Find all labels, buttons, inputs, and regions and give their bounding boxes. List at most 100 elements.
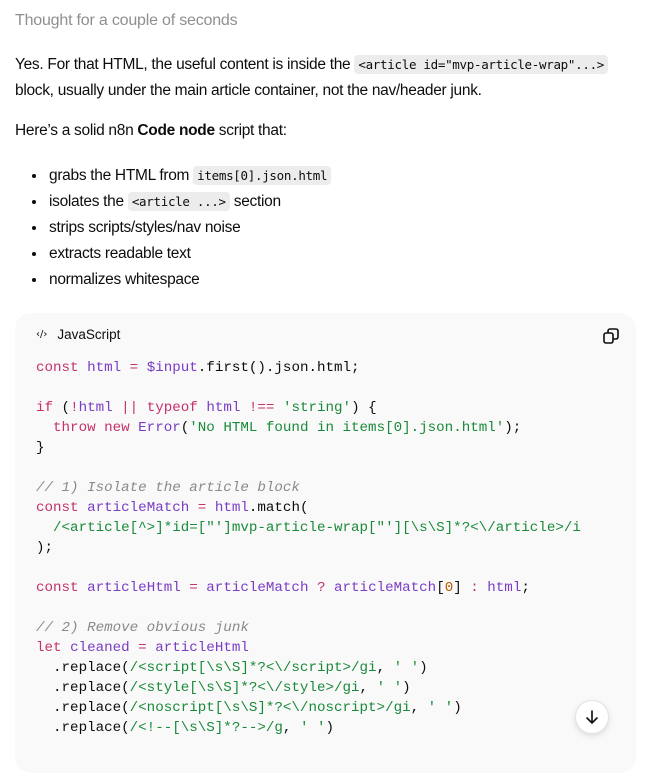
code-line: const articleMatch = html.match( xyxy=(36,498,581,518)
code-token: articleHtml xyxy=(87,580,181,596)
code-token: html xyxy=(87,360,122,376)
list-item: isolates the <article ...> section xyxy=(47,189,331,215)
code-token: ] xyxy=(453,580,462,596)
code-token: html xyxy=(206,400,241,416)
code-token: 0 xyxy=(444,580,454,596)
code-line: const html = $input.first().json.html; xyxy=(36,358,581,378)
code-line: const articleHtml = articleMatch ? artic… xyxy=(36,578,581,598)
code-token: , xyxy=(410,700,428,716)
code-line: .replace(/<style[\s\S]*?<\/style>/gi, ' … xyxy=(36,678,581,698)
code-token: || xyxy=(112,400,147,416)
code-token: /<noscript[\s\S]*?<\/noscript>/gi xyxy=(129,700,411,716)
scroll-to-bottom-button[interactable] xyxy=(575,700,609,734)
intro-text: block, usually under the main article co… xyxy=(15,82,482,99)
code-token: .replace( xyxy=(36,660,130,676)
code-line: // 2) Remove obvious junk xyxy=(36,618,581,638)
code-token: articleMatch xyxy=(87,500,190,516)
code-line xyxy=(36,378,581,398)
list-item: extracts readable text xyxy=(47,241,331,267)
code-token: articleMatch xyxy=(206,580,309,596)
code-token: let xyxy=(36,640,71,656)
code-token: /<style[\s\S]*?<\/style>/gi xyxy=(129,680,360,696)
code-token: /<script[\s\S]*?<\/script>/gi xyxy=(129,660,377,676)
code-token: ' ' xyxy=(376,680,403,696)
code-token: ' ' xyxy=(393,660,420,676)
code-token: , xyxy=(359,680,377,696)
code-token xyxy=(36,520,53,536)
code-line: let cleaned = articleHtml xyxy=(36,638,581,658)
code-token: 'No HTML found in items[0].json.html' xyxy=(189,420,505,436)
code-line xyxy=(36,598,581,618)
list-item: normalizes whitespace xyxy=(47,267,331,293)
code-token: html xyxy=(78,400,113,416)
thought-duration[interactable]: Thought for a couple of seconds xyxy=(15,12,238,29)
item-text: section xyxy=(229,193,281,210)
lead-text: script that: xyxy=(214,122,287,139)
code-token: ); xyxy=(36,540,54,556)
code-token: ) xyxy=(402,680,411,696)
code-token: throw new xyxy=(53,420,139,436)
code-token: ) xyxy=(453,700,462,716)
code-token: , xyxy=(376,660,394,676)
code-token: = xyxy=(189,500,215,516)
code-token: ; xyxy=(521,580,530,596)
code-token: .replace( xyxy=(36,700,130,716)
lead-bold: Code node xyxy=(137,122,215,139)
code-token: ? xyxy=(308,580,335,596)
code-token: ! xyxy=(70,400,79,416)
item-text: normalizes whitespace xyxy=(49,271,200,288)
code-line: // 1) Isolate the article block xyxy=(36,478,581,498)
code-token: , xyxy=(282,720,300,736)
intro-text: Yes. For that HTML, the useful content i… xyxy=(15,56,355,73)
list-item: strips scripts/styles/nav noise xyxy=(47,215,331,241)
code-token: ' ' xyxy=(299,720,326,736)
arrow-down-icon xyxy=(586,710,598,725)
code-line: if (!html || typeof html !== 'string') { xyxy=(36,398,581,418)
code-token: cleaned xyxy=(70,640,130,656)
code-line: } xyxy=(36,438,581,458)
code-token: // 1) Isolate the article block xyxy=(36,480,300,496)
code-block-header: ‹/› JavaScript xyxy=(36,327,120,342)
code-token: const xyxy=(36,500,88,516)
code-token: // 2) Remove obvious junk xyxy=(36,620,249,636)
code-token: if xyxy=(36,400,62,416)
inline-code: items[0].json.html xyxy=(193,166,332,185)
code-token: /<article[^>]*id=["']mvp-article-wrap["'… xyxy=(53,520,581,536)
code-token: html xyxy=(487,580,522,596)
code-token: .replace( xyxy=(36,720,130,736)
code-content: const html = $input.first().json.html; if… xyxy=(36,358,581,738)
code-token: [ xyxy=(436,580,445,596)
lead-paragraph: Here’s a solid n8n Code node script that… xyxy=(15,118,635,144)
code-line: ); xyxy=(36,538,581,558)
inline-code: <article ...> xyxy=(127,192,230,211)
code-token: Error xyxy=(138,420,181,436)
code-token: = xyxy=(129,640,156,656)
code-token: = xyxy=(180,580,207,596)
code-token: ( xyxy=(180,420,190,436)
code-token: /<!--[\s\S]*?-->/g xyxy=(129,720,283,736)
inline-code: <article id="mvp-article-wrap"...> xyxy=(354,55,609,74)
code-line xyxy=(36,458,581,478)
code-line: /<article[^>]*id=["']mvp-article-wrap["'… xyxy=(36,518,581,538)
code-token: .first().json.html; xyxy=(197,360,360,376)
copy-button[interactable] xyxy=(602,327,620,345)
item-text: grabs the HTML from xyxy=(49,167,194,184)
code-line xyxy=(36,558,581,578)
code-token: 'string' xyxy=(282,400,352,416)
code-token: ( xyxy=(61,400,71,416)
list-item: grabs the HTML from items[0].json.html xyxy=(47,163,332,189)
copy-icon xyxy=(603,328,619,344)
code-token: ) { xyxy=(351,400,377,416)
code-line: throw new Error('No HTML found in items[… xyxy=(36,418,581,438)
code-token: ) xyxy=(419,660,428,676)
code-token: .replace( xyxy=(36,680,130,696)
code-token: !== xyxy=(240,400,283,416)
code-token: const xyxy=(36,360,88,376)
code-line: .replace(/<script[\s\S]*?<\/script>/gi, … xyxy=(36,658,581,678)
lead-text: Here’s a solid n8n xyxy=(15,122,138,139)
code-token: ) xyxy=(325,720,334,736)
code-token: $input xyxy=(146,360,198,376)
code-token: ); xyxy=(504,420,522,436)
item-text: isolates the xyxy=(49,193,128,210)
code-language: JavaScript xyxy=(57,327,121,342)
